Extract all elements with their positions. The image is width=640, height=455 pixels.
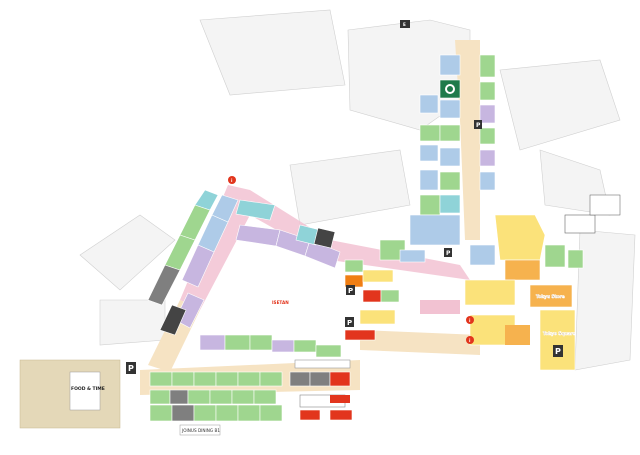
- elevator-icon: E: [403, 22, 406, 27]
- left-wing-stores: [147, 189, 341, 336]
- right-walkway: [360, 330, 480, 355]
- tokyu-store-upper-label: Tokyu Store: [536, 294, 565, 300]
- parking-icon[interactable]: P: [444, 248, 452, 257]
- svg-text:P: P: [128, 364, 134, 373]
- parking-icons: P P P P P P: [126, 120, 563, 374]
- svg-text:P: P: [348, 287, 353, 295]
- svg-text:P: P: [476, 122, 481, 129]
- tokyu-store-label: Tokyo Square: [543, 331, 576, 337]
- info-icon[interactable]: i: [228, 176, 236, 184]
- jr-exit-label: JOINUS DINING B1: [181, 428, 220, 433]
- parking-icon[interactable]: P: [346, 285, 355, 295]
- svg-text:P: P: [347, 319, 352, 327]
- landmarks: E ISETAN JOINUS DINING B1: [179, 20, 621, 436]
- food-time-label: FOOD & TIME: [71, 386, 105, 392]
- svg-text:i: i: [469, 338, 471, 343]
- info-icon[interactable]: i: [466, 336, 474, 344]
- svg-text:i: i: [231, 178, 233, 183]
- food-time-area: FOOD & TIME: [19, 359, 121, 429]
- isetan-label: ISETAN: [272, 300, 289, 305]
- info-icons: i i i: [228, 176, 474, 344]
- parking-icon[interactable]: P: [553, 345, 563, 357]
- parking-icon[interactable]: P: [345, 317, 354, 327]
- lower-stores: [149, 371, 353, 422]
- tokyu-area: Tokyu Store Tokyo Square: [464, 214, 596, 371]
- svg-text:P: P: [446, 250, 451, 257]
- middle-stores: [199, 259, 400, 369]
- svg-text:i: i: [469, 318, 471, 323]
- upper-stores: [379, 54, 496, 263]
- upper-walkway: [455, 40, 480, 240]
- svg-text:P: P: [555, 347, 561, 356]
- info-icon[interactable]: i: [466, 316, 474, 324]
- parking-icon[interactable]: P: [474, 120, 482, 129]
- parking-icon[interactable]: P: [126, 362, 136, 374]
